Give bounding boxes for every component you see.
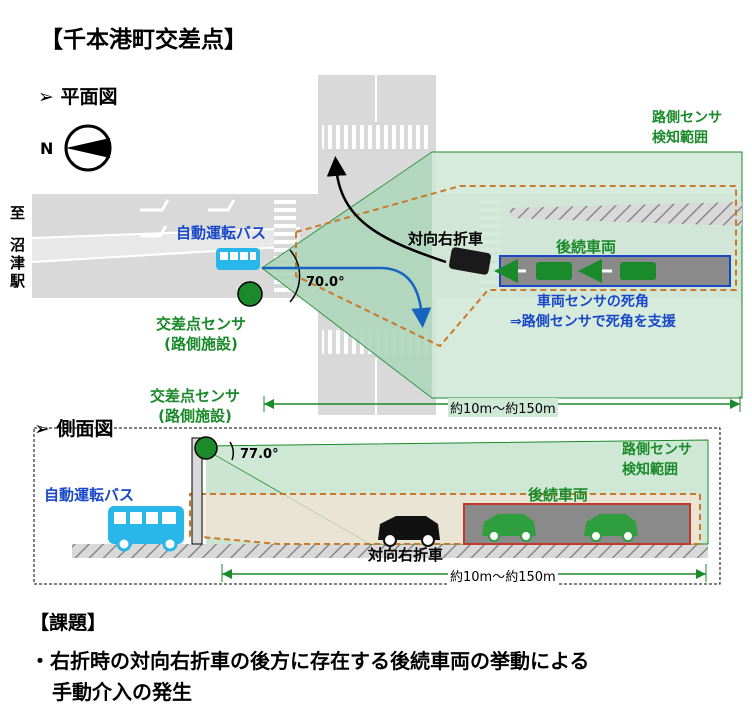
side-angle-label: 77.0°: [240, 447, 279, 462]
plan-sensor-label: 交差点センサ (路側施設): [156, 315, 247, 353]
side-range-label: 約10m～約150m: [448, 566, 558, 585]
roadside-range-label: 路側センサ 検知範囲: [652, 110, 722, 146]
blind-spot-outline: [295, 185, 737, 348]
side-diagram: 77.0°: [33, 427, 721, 585]
oncoming-vehicle-icon: [449, 247, 491, 275]
turn-arrow-icon: [140, 199, 236, 238]
side-bus-label: 自動運転バス: [44, 486, 135, 504]
sensor-cone: [262, 152, 432, 398]
ground: [72, 544, 708, 558]
issue-heading: 【課題】: [30, 612, 107, 634]
side-frame: [33, 427, 721, 585]
following-label: 後続車両: [556, 238, 617, 256]
side-heading: ➢ 側面図: [34, 414, 114, 441]
sensor-head-icon: [194, 436, 218, 460]
svg-text:沼: 沼: [10, 236, 25, 254]
side-heading-text: 側面図: [56, 418, 114, 440]
compass-north-icon: N: [40, 124, 112, 172]
page-title: 【千本港町交差点】: [40, 27, 247, 53]
following-vehicles: [494, 259, 656, 283]
following-lane-box: [499, 255, 731, 287]
plan-angle-label: 70.0°: [306, 275, 345, 290]
svg-text:駅: 駅: [9, 272, 26, 290]
svg-text:至: 至: [10, 204, 25, 222]
plan-heading: ➢ 平面図: [38, 82, 118, 109]
car-icon: [584, 514, 638, 542]
car-icon: [536, 262, 572, 280]
svg-text:津: 津: [10, 254, 25, 272]
svg-text:N: N: [40, 139, 53, 158]
car-icon: [378, 516, 440, 547]
angle-arc: [289, 249, 301, 303]
blind-spot-label: 車両センサの死角 ⇒路側センサで死角を支援: [510, 294, 676, 330]
car-icon: [620, 262, 656, 280]
oncoming-label: 対向右折車: [408, 230, 484, 248]
issue-line-1: 右折時の対向右折車の後方に存在する後続車両の挙動による: [50, 649, 590, 673]
issue-bullet: ・: [30, 649, 50, 673]
plan-heading-text: 平面図: [60, 86, 118, 108]
side-following-label: 後続車両: [528, 486, 589, 504]
bus-icon: [216, 248, 260, 270]
sensor-pole-icon: [237, 281, 263, 307]
issue-line-2: 手動介入の発生: [52, 680, 192, 704]
plan-bus-label: 自動運転バス: [176, 224, 267, 242]
bus-icon: [108, 506, 184, 552]
bus-turn-arrow: [262, 266, 432, 328]
side-oncoming-label: 対向右折車: [368, 546, 444, 564]
right-median-hatch: [510, 202, 742, 226]
bullet-arrow-icon: ➢: [38, 86, 61, 108]
sensor-pole-icon: [191, 437, 203, 545]
car-icon: [482, 514, 536, 542]
destination-label: 至 沼 津 駅: [9, 204, 26, 290]
side-sensor-label: 交差点センサ (路側施設): [150, 387, 241, 425]
side-roadside-range-label: 路側センサ 検知範囲: [622, 442, 692, 478]
side-angle-arc: [229, 441, 235, 461]
issue-body: ・右折時の対向右折車の後方に存在する後続車両の挙動による 手動介入の発生: [30, 646, 589, 708]
oncoming-turn-arrow: [326, 156, 447, 264]
plan-diagram: N 至 沼 津 駅 70.0°: [9, 75, 743, 415]
bullet-arrow-icon: ➢: [34, 418, 57, 440]
plan-range-label: 約10m～約150m: [448, 398, 558, 417]
